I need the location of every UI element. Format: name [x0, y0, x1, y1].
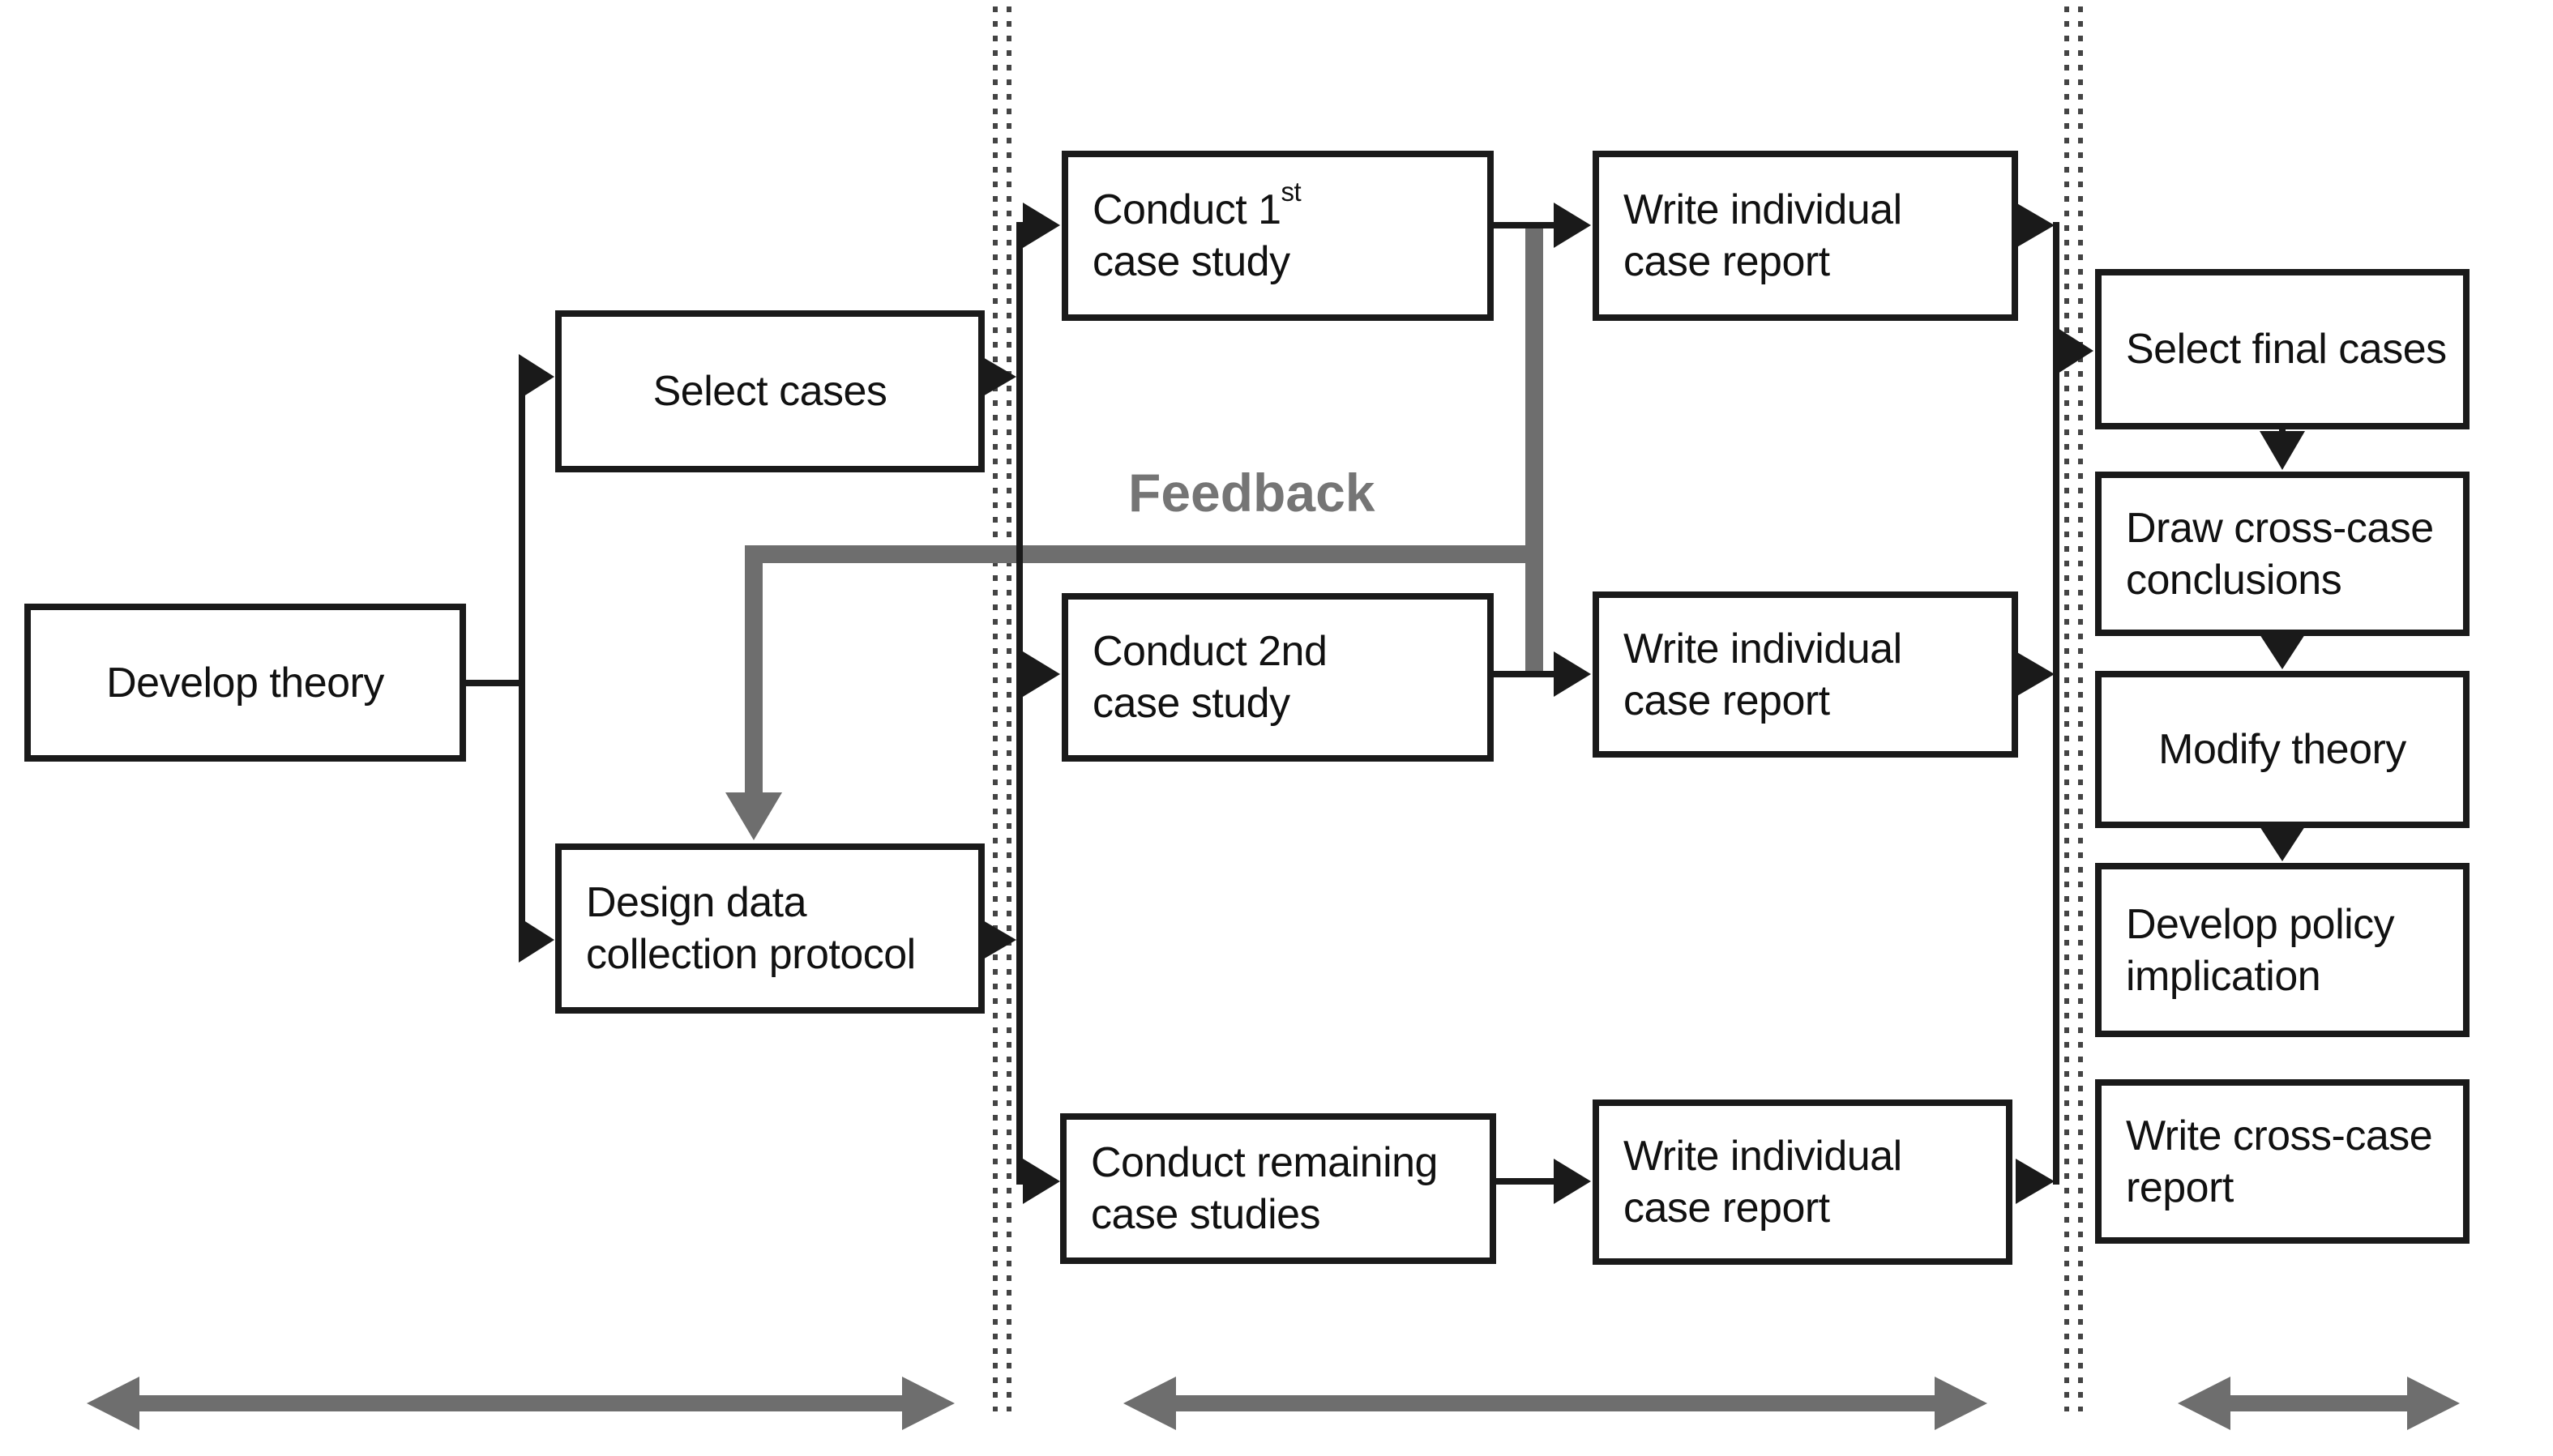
box-label-line2: case studies [1091, 1191, 1321, 1238]
box-label-line2: collection protocol [586, 931, 916, 978]
phase-span-arrow-2 [1123, 1377, 1987, 1430]
arrowhead-into-select-final [2058, 328, 2093, 374]
feedback-connector [725, 225, 1543, 840]
box-write-cross-case-report: Write cross-case report [2095, 1079, 2470, 1244]
arrowhead-select-cases-out [977, 354, 1016, 399]
connector-reports-merge [2016, 203, 2093, 1204]
arrowhead-into-design-protocol [519, 917, 554, 963]
box-label-line1: Write cross-case [2126, 1112, 2433, 1159]
box-label-line1: Conduct 1st [1093, 177, 1302, 233]
down-arrow-3 [2260, 826, 2305, 861]
box-label-line1: Write individual [1623, 1133, 1902, 1180]
box-label-line1: Develop policy [2126, 900, 2395, 948]
arrowhead-into-conduct-2nd [1023, 651, 1060, 697]
box-label-line1: Write individual [1623, 186, 1902, 233]
box-label-line2: case study [1093, 238, 1290, 285]
connector-develop-theory-branch [466, 354, 554, 963]
arrowhead-into-select-cases [519, 354, 554, 399]
connector-branch-to-conducts [977, 203, 1060, 1204]
box-select-final-cases: Select final cases [2095, 269, 2470, 429]
box-select-cases: Select cases [555, 310, 985, 472]
connector-conduct1-report1 [1494, 203, 1591, 248]
box-label: Modify theory [2158, 726, 2406, 773]
box-label-line2: report [2126, 1164, 2234, 1211]
box-design-data-collection-protocol: Design data collection protocol [555, 843, 985, 1014]
arrowhead-report2-out [2016, 651, 2055, 697]
box-label-line1: Write individual [1623, 625, 1902, 672]
box-label: Develop theory [106, 659, 384, 707]
box-label-line2: case report [1623, 677, 1830, 724]
box-conduct-remaining-case-studies: Conduct remaining case studies [1060, 1113, 1496, 1264]
divider-dotted-line-2 [2064, 6, 2083, 1411]
box-label-line1: Draw cross-case [2126, 504, 2434, 552]
box-write-individual-case-report-3: Write individual case report [1593, 1099, 2012, 1265]
box-label-line1: Conduct 2nd [1093, 628, 1328, 675]
box-modify-theory: Modify theory [2095, 671, 2470, 828]
box-write-individual-case-report-1: Write individual case report [1593, 151, 2018, 321]
box-label-line2: implication [2126, 952, 2321, 1000]
arrowhead-into-conduct-remaining [1023, 1159, 1060, 1204]
box-label: Select final cases [2126, 326, 2447, 373]
box-label-line2: case study [1093, 680, 1290, 727]
arrowhead-design-protocol-out [977, 917, 1016, 963]
feedback-arrowhead-down [725, 792, 782, 840]
box-develop-theory: Develop theory [24, 604, 466, 762]
box-write-individual-case-report-2: Write individual case report [1593, 591, 2018, 758]
box-label-line2: conclusions [2126, 556, 2342, 604]
connector-conduct3-report3 [1496, 1159, 1591, 1204]
box-draw-cross-case-conclusions: Draw cross-case conclusions [2095, 472, 2470, 636]
right-column-down-arrows [2260, 428, 2305, 861]
box-label: Select cases [652, 368, 887, 415]
box-conduct-2nd-case-study: Conduct 2nd case study [1062, 593, 1494, 762]
arrowhead-report3-out [2016, 1159, 2055, 1204]
box-label-line1: Design data [586, 879, 807, 926]
down-arrow-1 [2260, 431, 2305, 470]
phase-span-arrow-3 [2178, 1377, 2460, 1430]
box-label-line2: case report [1623, 238, 1830, 285]
box-label-line2: case report [1623, 1185, 1830, 1232]
connector-conduct2-report2 [1494, 651, 1591, 697]
box-conduct-1st-case-study: Conduct 1st case study [1062, 151, 1494, 321]
box-label-line1: Conduct remaining [1091, 1139, 1438, 1186]
ordinal-superscript: st [1281, 177, 1302, 207]
divider-dotted-line-1 [993, 6, 1011, 1411]
feedback-label: Feedback [1128, 463, 1375, 523]
down-arrow-2 [2260, 634, 2305, 669]
arrowhead-report1-out [2016, 203, 2055, 248]
box-develop-policy-implication: Develop policy implication [2095, 863, 2470, 1037]
phase-span-arrow-1 [87, 1377, 955, 1430]
arrowhead-into-conduct-1st [1023, 203, 1060, 248]
